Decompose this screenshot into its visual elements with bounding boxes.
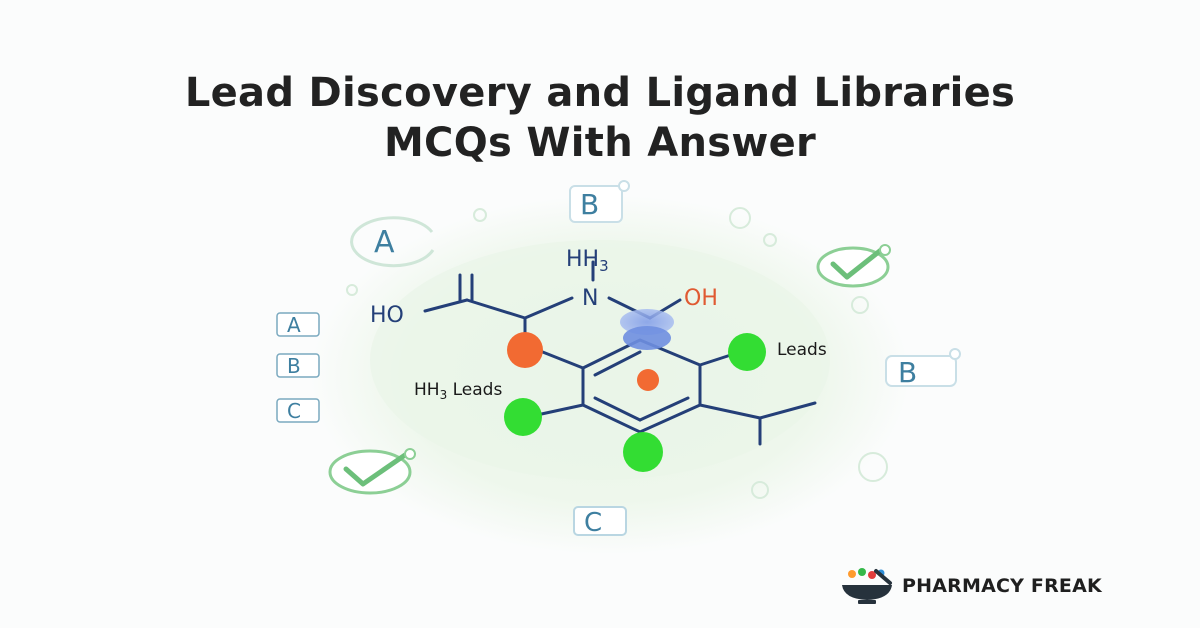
option-stack-a-box xyxy=(276,312,320,337)
ho-label: HO xyxy=(370,303,404,328)
title-line-1: Lead Discovery and Ligand Libraries xyxy=(184,70,1016,116)
checkmark-icon-top-right xyxy=(816,244,891,288)
option-a-large: A xyxy=(350,216,435,268)
green-atom-bottom xyxy=(623,432,663,472)
option-b-right: B xyxy=(885,348,961,389)
orange-atom-center xyxy=(637,369,659,391)
checkmark-icon-bottom-left xyxy=(328,448,416,495)
option-stack-b: B xyxy=(287,354,301,378)
svg-text:B: B xyxy=(898,356,917,389)
decorative-bubbles xyxy=(346,207,888,499)
option-stack-c: C xyxy=(287,399,301,423)
leads-label-right: Leads xyxy=(777,340,827,360)
option-c-bottom: C xyxy=(573,506,627,538)
option-stack-c-box xyxy=(276,398,320,423)
blue-atom-highlight-lower xyxy=(623,326,671,350)
mortar-pestle-icon xyxy=(842,568,892,604)
oh-label: OH xyxy=(684,286,718,311)
option-stack: A B C xyxy=(276,312,320,423)
page-title: Lead Discovery and Ligand Libraries MCQs… xyxy=(0,68,1200,168)
option-b-top: B xyxy=(569,180,630,223)
nh3-label: HH3 xyxy=(566,247,609,275)
option-stack-a: A xyxy=(287,313,301,337)
green-atom-left xyxy=(504,398,542,436)
svg-text:A: A xyxy=(374,225,395,260)
title-line-2: MCQs With Answer xyxy=(383,120,817,166)
green-atom-right xyxy=(728,333,766,371)
leads-label-left: HH3 Leads xyxy=(414,380,502,402)
svg-text:C: C xyxy=(584,508,602,538)
orange-atom xyxy=(507,332,543,368)
svg-text:B: B xyxy=(580,188,599,221)
option-stack-b-box xyxy=(276,353,320,378)
brand-logo: PHARMACY FREAK xyxy=(838,566,1102,606)
nitrogen-label: N xyxy=(582,286,598,311)
brand-name: PHARMACY FREAK xyxy=(902,575,1102,597)
molecule-bonds xyxy=(423,260,817,454)
